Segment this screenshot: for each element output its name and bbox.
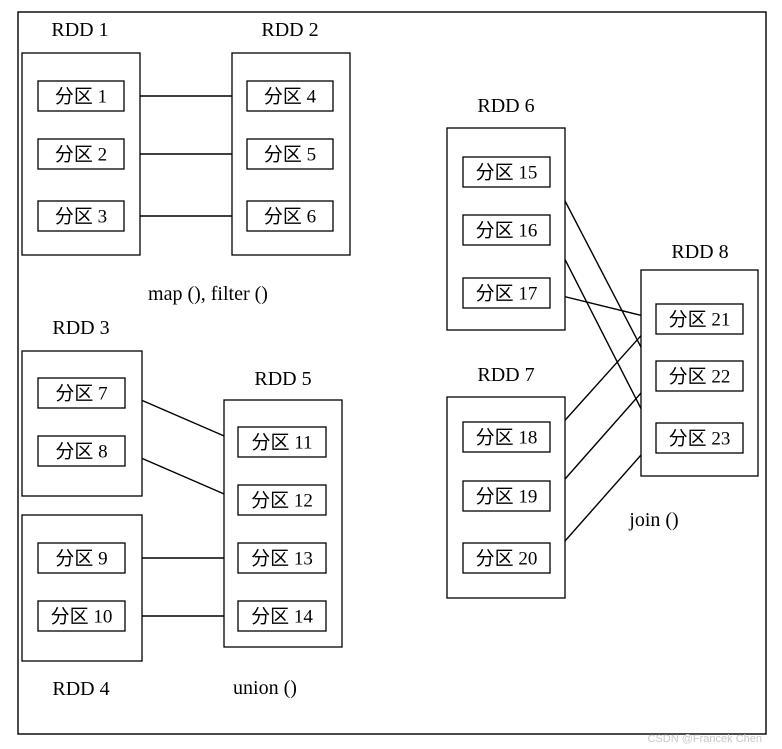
rdd-label-rdd8: RDD 8 — [671, 241, 728, 263]
rdd-label-rdd5: RDD 5 — [254, 368, 311, 390]
rdd-label-rdd4: RDD 4 — [52, 678, 109, 700]
partition-label-p12: 分区 12 — [251, 490, 313, 512]
partition-box-p9 — [37, 542, 126, 574]
partition-label-p2: 分区 2 — [55, 144, 107, 166]
partition-box-p11 — [237, 426, 327, 458]
partition-p23: 分区 23 — [655, 422, 744, 454]
operation-label-join: join () — [628, 509, 678, 531]
partition-p19: 分区 19 — [462, 480, 551, 512]
partition-p15: 分区 15 — [462, 156, 551, 188]
partition-box-p12 — [237, 484, 327, 516]
partition-label-p8: 分区 8 — [55, 441, 107, 463]
partition-p4: 分区 4 — [246, 80, 334, 112]
partition-p2: 分区 2 — [37, 138, 125, 170]
partition-box-p23 — [655, 422, 744, 454]
partition-label-p4: 分区 4 — [264, 86, 317, 108]
operation-label-union: union () — [233, 677, 297, 699]
watermark: CSDN @Francek Chen — [648, 733, 762, 745]
rdd-box-rdd3 — [21, 350, 143, 497]
rdd-group-rdd3: RDD 3 — [21, 317, 143, 497]
partition-p10: 分区 10 — [37, 600, 126, 632]
partition-label-p17: 分区 17 — [476, 283, 538, 305]
partition-p17: 分区 17 — [462, 277, 551, 309]
partition-label-p23: 分区 23 — [669, 428, 731, 450]
rdd-label-rdd6: RDD 6 — [477, 95, 534, 117]
partition-p21: 分区 21 — [655, 303, 744, 335]
edge-p17-to-p21 — [549, 292, 657, 321]
partition-box-p1 — [37, 80, 125, 112]
partition-p14: 分区 14 — [237, 600, 327, 632]
edge-p15-to-p22 — [549, 171, 657, 377]
partition-p20: 分区 20 — [462, 542, 551, 574]
rdd-box-rdd4 — [21, 514, 143, 662]
partition-p18: 分区 18 — [462, 421, 551, 453]
partition-box-p22 — [655, 360, 744, 392]
partition-p6: 分区 6 — [246, 200, 334, 232]
edge-p8-to-p12 — [124, 450, 239, 501]
partition-label-p15: 分区 15 — [476, 162, 538, 184]
partition-box-p3 — [37, 200, 125, 232]
rdd-label-rdd7: RDD 7 — [477, 364, 534, 386]
dependency-edges — [124, 92, 657, 620]
partition-box-p7 — [37, 377, 126, 409]
partition-box-p14 — [237, 600, 327, 632]
edge-p7-to-p11 — [124, 392, 239, 443]
partition-label-p10: 分区 10 — [51, 606, 113, 628]
partition-label-p19: 分区 19 — [476, 486, 538, 508]
partition-label-p16: 分区 16 — [476, 220, 538, 242]
partition-box-p4 — [246, 80, 334, 112]
partition-label-p18: 分区 18 — [476, 427, 538, 449]
partition-p7: 分区 7 — [37, 377, 126, 409]
partition-box-p20 — [462, 542, 551, 574]
partition-label-p11: 分区 11 — [251, 432, 312, 454]
partition-box-p13 — [237, 542, 327, 574]
partition-box-p16 — [462, 214, 551, 246]
partition-label-p1: 分区 1 — [55, 86, 107, 108]
partition-box-p10 — [37, 600, 126, 632]
partition-label-p20: 分区 20 — [476, 548, 538, 570]
partition-label-p5: 分区 5 — [264, 144, 316, 166]
partition-p22: 分区 22 — [655, 360, 744, 392]
partitions: 分区 1 分区 2 分区 3 分区 4 分区 5 分区 6 分区 7 分区 8 分区 9 分区 1… — [37, 80, 744, 632]
partition-label-p9: 分区 9 — [55, 548, 107, 570]
partition-p9: 分区 9 — [37, 542, 126, 574]
rdd-group-rdd4: RDD 4 — [21, 514, 143, 700]
partition-box-p8 — [37, 435, 126, 467]
partition-p11: 分区 11 — [237, 426, 327, 458]
partition-box-p15 — [462, 156, 551, 188]
edge-p19-to-p22 — [549, 375, 657, 497]
partition-box-p21 — [655, 303, 744, 335]
partition-p12: 分区 12 — [237, 484, 327, 516]
rdd-label-rdd3: RDD 3 — [52, 317, 109, 339]
partition-box-p5 — [246, 138, 334, 170]
partition-label-p22: 分区 22 — [669, 366, 731, 388]
partition-box-p18 — [462, 421, 551, 453]
partition-label-p13: 分区 13 — [251, 548, 313, 570]
partition-p8: 分区 8 — [37, 435, 126, 467]
partition-box-p17 — [462, 277, 551, 309]
edge-p20-to-p23 — [549, 437, 657, 559]
partition-label-p21: 分区 21 — [669, 309, 731, 331]
partition-p1: 分区 1 — [37, 80, 125, 112]
partition-label-p14: 分区 14 — [251, 606, 313, 628]
partition-p3: 分区 3 — [37, 200, 125, 232]
edge-p18-to-p21 — [549, 318, 657, 438]
partition-label-p7: 分区 7 — [55, 383, 107, 405]
partition-p16: 分区 16 — [462, 214, 551, 246]
edge-p16-to-p23 — [549, 229, 657, 439]
partition-label-p6: 分区 6 — [264, 206, 316, 228]
rdd-label-rdd1: RDD 1 — [51, 19, 108, 41]
rdd-label-rdd2: RDD 2 — [261, 19, 318, 41]
partition-p13: 分区 13 — [237, 542, 327, 574]
partition-box-p2 — [37, 138, 125, 170]
partition-box-p19 — [462, 480, 551, 512]
partition-p5: 分区 5 — [246, 138, 334, 170]
partition-label-p3: 分区 3 — [55, 206, 107, 228]
operation-label-map-filter: map (), filter () — [148, 283, 268, 305]
partition-box-p6 — [246, 200, 334, 232]
